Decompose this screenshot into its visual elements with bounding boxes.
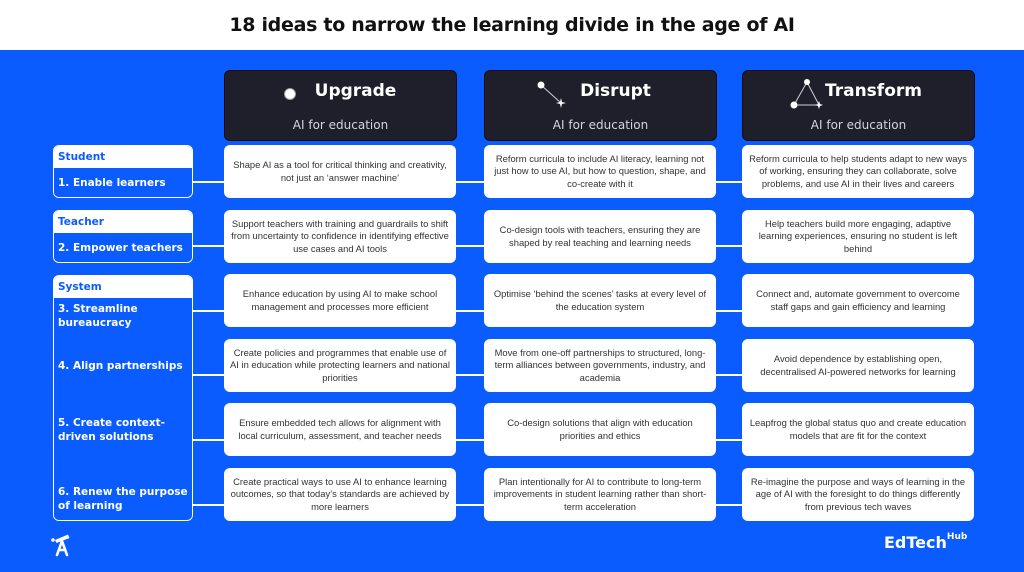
connector-line [456,439,484,441]
idea-card-enable-learners-upgrade: Shape AI as a tool for critical thinking… [224,145,456,198]
connector-line [716,310,742,312]
connector-line [716,245,742,247]
column-title: Upgrade [314,81,397,101]
connector-line [456,374,484,376]
connector-line [192,374,224,376]
edtechhub-logo: EdTechHub [884,531,968,552]
column-title: Transform [825,81,922,101]
column-header-upgrade: Upgrade AI for education [224,70,457,141]
column-subtitle: AI for education [552,118,649,132]
row-label: 5. Create context-driven solutions [58,417,166,443]
column-title: Disrupt [580,81,651,101]
connector-line [192,245,224,247]
connector-line [192,181,224,183]
idea-card-partnerships-upgrade: Create policies and programmes that enab… [224,339,456,392]
connector-line [716,181,742,183]
column-subtitle: AI for education [292,118,389,132]
page-title: 18 ideas to narrow the learning divide i… [229,14,795,36]
idea-card-streamline-disrupt: Optimise ‘behind the scenes’ tasks at ev… [484,274,716,327]
connector-line [716,439,742,441]
group-category: System [54,276,192,298]
row-label: 1. Enable learners [58,177,166,189]
row-label: 4. Align partnerships [58,360,183,372]
idea-card-empower-teachers-upgrade: Support teachers with training and guard… [224,210,456,263]
idea-card-purpose-disrupt: Plan intentionally for AI to contribute … [484,468,716,521]
idea-card-context-transform: Leapfrog the global status quo and creat… [742,403,974,456]
idea-card-purpose-upgrade: Create practical ways to use AI to enhan… [224,468,456,521]
diagram-canvas: Upgrade AI for education Disrupt AI for … [0,50,1024,572]
brand-name: EdTech [884,533,947,552]
row-label: 3. Streamline bureaucracy [58,303,138,329]
connector-line [192,310,224,312]
two-point-line-icon [537,81,566,108]
single-dot-icon [284,88,296,100]
idea-card-enable-learners-disrupt: Reform curricula to include AI literacy,… [484,145,716,198]
group-category: Student [54,146,192,168]
triangle-constellation-icon [790,79,823,109]
row-label: 6. Renew the purpose of learning [58,486,188,512]
idea-card-streamline-upgrade: Enhance education by using AI to make sc… [224,274,456,327]
column-subtitle: AI for education [810,118,907,132]
connector-line [456,310,484,312]
idea-card-partnerships-disrupt: Move from one-off partnerships to struct… [484,339,716,392]
idea-card-enable-learners-transform: Reform curricula to help students adapt … [742,145,974,198]
connector-line [192,439,224,441]
group-teacher: Teacher 2. Empower teachers [53,210,193,263]
connector-line [456,245,484,247]
telescope-logo-icon [51,534,70,557]
idea-card-partnerships-transform: Avoid dependence by establishing open, d… [742,339,974,392]
row-label: 2. Empower teachers [58,242,183,254]
title-bar: 18 ideas to narrow the learning divide i… [0,0,1024,50]
idea-card-context-disrupt: Co-design solutions that align with educ… [484,403,716,456]
idea-card-empower-teachers-disrupt: Co-design tools with teachers, ensuring … [484,210,716,263]
idea-card-purpose-transform: Re-imagine the purpose and ways of learn… [742,468,974,521]
connector-line [192,504,224,506]
connector-line [456,181,484,183]
group-system: System 3. Streamline bureaucracy 4. Alig… [53,275,193,521]
idea-card-streamline-transform: Connect and, automate government to over… [742,274,974,327]
column-header-transform: Transform AI for education [742,70,975,141]
connector-line [716,374,742,376]
group-category: Teacher [54,211,192,233]
connector-line [716,504,742,506]
idea-card-context-upgrade: Ensure embedded tech allows for alignmen… [224,403,456,456]
connector-line [456,504,484,506]
brand-superscript: Hub [946,531,968,542]
group-student: Student 1. Enable learners [53,145,193,198]
column-header-disrupt: Disrupt AI for education [484,70,717,141]
idea-card-empower-teachers-transform: Help teachers build more engaging, adapt… [742,210,974,263]
